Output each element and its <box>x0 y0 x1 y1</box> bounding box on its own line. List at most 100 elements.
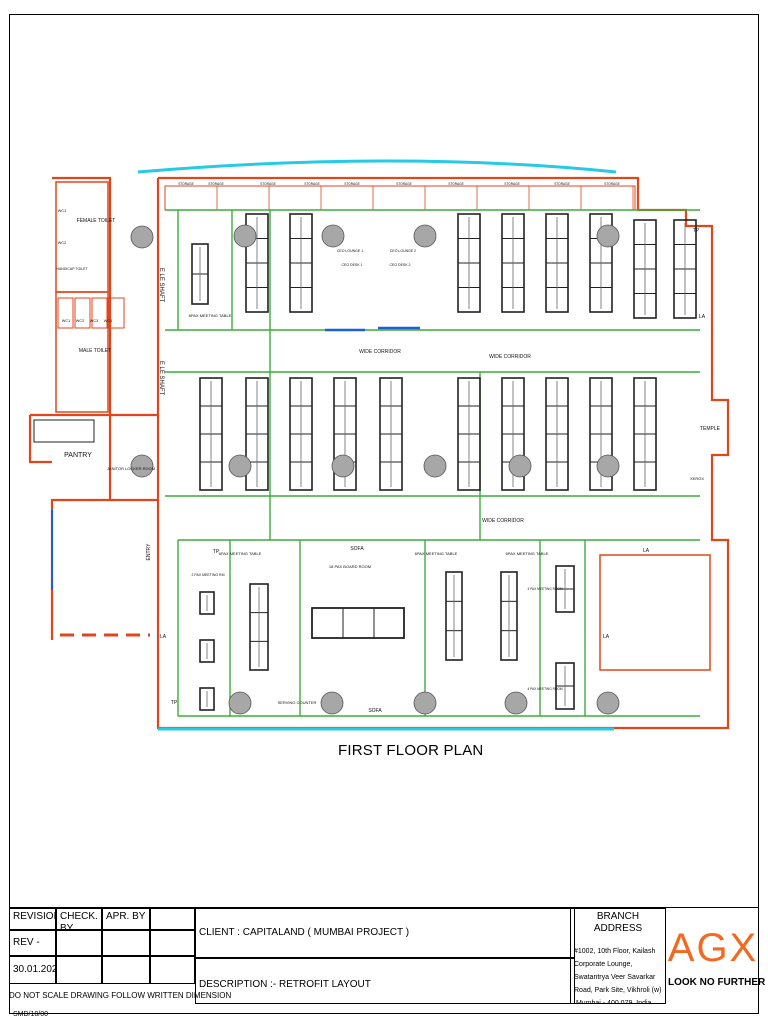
curved-glass-facade <box>137 159 617 174</box>
la-label: LA <box>160 634 167 640</box>
check-by-label: CHECK. BY <box>60 911 98 930</box>
workstation-cluster <box>199 639 215 663</box>
storage-label: STORAGE <box>344 182 360 186</box>
storage-strip <box>164 185 636 211</box>
wc-label: WC2 <box>58 241 66 245</box>
storage-label: STORAGE <box>604 182 620 186</box>
sofa-bottom-label: SOFA <box>368 708 382 714</box>
wide-corridor-label: WIDE CORRIDOR <box>482 518 524 524</box>
rev-value: REV - 00 <box>13 937 40 948</box>
ceo-desk-label: CEO DESK 2 <box>389 263 410 267</box>
storage-label: STORAGE <box>396 182 412 186</box>
storage-label: STORAGE <box>208 182 224 186</box>
meeting-table-label: 6PAX MEETING TABLE <box>415 551 458 556</box>
structural-column <box>228 691 252 715</box>
check-by-header-cell: CHECK. BY <box>56 908 102 930</box>
board-room-label: 18 PAX BOARD ROOM <box>329 564 371 569</box>
la-label: LA <box>699 314 706 320</box>
blank-cell <box>56 956 102 984</box>
la-room-box <box>599 554 711 671</box>
male-toilet-label: MALE TOILET <box>79 348 111 354</box>
structural-column <box>596 224 620 248</box>
workstation-cluster <box>500 571 518 661</box>
date-value: 30.01.2025 <box>13 964 55 975</box>
handicap-toilet-label: HANDICAP TOILET <box>56 267 88 271</box>
wc-cubicle <box>108 297 125 329</box>
la-label: LA <box>643 548 650 554</box>
meeting-room-label: 2 PAX MEETING RM <box>192 573 225 577</box>
agx-logo-mark: AGX <box>668 926 756 970</box>
ceo-lounge-label: CEO LOUNGE 2 <box>390 249 416 253</box>
scale-note: DO NOT SCALE DRAWING FOLLOW WRITTEN DIME… <box>9 991 232 1000</box>
workstation-cluster <box>249 583 269 671</box>
tp-label: TP <box>171 700 178 706</box>
structural-column <box>228 454 252 478</box>
workstation-cluster <box>199 687 215 711</box>
client-cell: CLIENT : CAPITALAND ( MUMBAI PROJECT ) <box>195 908 575 958</box>
wc-label: WC1 <box>58 209 66 213</box>
wc-label: WC2 <box>76 319 84 323</box>
storage-label: STORAGE <box>260 182 276 186</box>
meeting-table-label: 6PAX MEETING TABLE <box>189 313 232 318</box>
description-cell: DESCRIPTION :- RETROFIT LAYOUT <box>195 958 575 1004</box>
company-logo: AGX LOOK NO FURTHER <box>668 911 765 997</box>
branch-label: BRANCH ADDRESS <box>593 911 643 934</box>
wc-label: WC1 <box>62 319 70 323</box>
date-value-cell: 30.01.2025 <box>9 956 56 984</box>
outer-wall <box>28 176 730 730</box>
ele-shaft-label: E LE SHAFT <box>158 361 164 396</box>
ceo-lounge-label: CEO LOUNGE 1 <box>337 249 363 253</box>
meeting-table-label: 6PAX MEETING TABLE <box>219 551 262 556</box>
wc-cubicle <box>74 297 91 329</box>
revision-label: REVISION <box>13 911 55 922</box>
structural-column <box>508 454 532 478</box>
room-labels: FEMALE TOILET HANDICAP TOILET MALE TOILET P… <box>56 182 720 714</box>
structural-column <box>504 691 528 715</box>
ele-shaft-label: E LE SHAFT <box>158 268 164 303</box>
apr-by-header-cell: APR. BY <box>102 908 150 930</box>
structural-column <box>321 224 345 248</box>
blank-cell <box>150 956 195 984</box>
meeting-room-label: 4 PAX MEETING ROOM <box>527 587 562 591</box>
drawing-sheet <box>9 14 759 1014</box>
tp-label: TP <box>213 549 220 555</box>
female-toilet-block <box>55 181 109 293</box>
branch-address: #1002, 10th Floor, Kailash Corporate Lou… <box>574 948 662 1004</box>
description-text: DESCRIPTION :- RETROFIT LAYOUT <box>199 979 371 990</box>
storage-label: STORAGE <box>554 182 570 186</box>
blank-cell <box>102 930 150 956</box>
structural-column <box>331 454 355 478</box>
pantry-counter <box>33 419 95 443</box>
revision-header-cell: REVISION <box>9 908 56 930</box>
sheet-code: SMD/10/00 <box>13 1011 49 1018</box>
meeting-table-label: 6PAX MEETING TABLE <box>506 551 549 556</box>
blank-cell <box>102 956 150 984</box>
storage-label: STORAGE <box>304 182 320 186</box>
wc-label: WC4 <box>104 319 112 323</box>
structural-column <box>320 691 344 715</box>
meeting-room-label: 4 PAX MEETING ROOM <box>527 687 562 691</box>
pantry-label: PANTRY <box>64 452 92 459</box>
storage-label: STORAGE <box>504 182 520 186</box>
entry-label: ENTRY <box>146 543 152 561</box>
workstation-cluster <box>199 591 215 615</box>
storage-label: STORAGE <box>178 182 194 186</box>
temple-label: TEMPLE <box>700 426 721 432</box>
plan-title: FIRST FLOOR PLAN <box>338 742 484 759</box>
apr-by-label: APR. BY <box>106 911 146 922</box>
storage-label: STORAGE <box>448 182 464 186</box>
structural-column <box>233 224 257 248</box>
client-text: CLIENT : CAPITALAND ( MUMBAI PROJECT ) <box>199 927 410 938</box>
wide-corridor-label: WIDE CORRIDOR <box>359 349 401 355</box>
rev-value-cell: REV - 00 <box>9 930 56 956</box>
wc-cubicle <box>91 297 108 329</box>
wide-corridor-label: WIDE CORRIDOR <box>489 354 531 360</box>
structural-column <box>130 225 154 249</box>
serving-counter-label: SERVING COUNTER <box>278 700 317 705</box>
tp-label: TP <box>693 228 700 234</box>
wc-cubicle <box>57 297 74 329</box>
female-toilet-label: FEMALE TOILET <box>77 218 116 224</box>
sofa-top-label: SOFA <box>350 546 364 552</box>
la-label: LA <box>603 634 610 640</box>
structural-column <box>413 224 437 248</box>
